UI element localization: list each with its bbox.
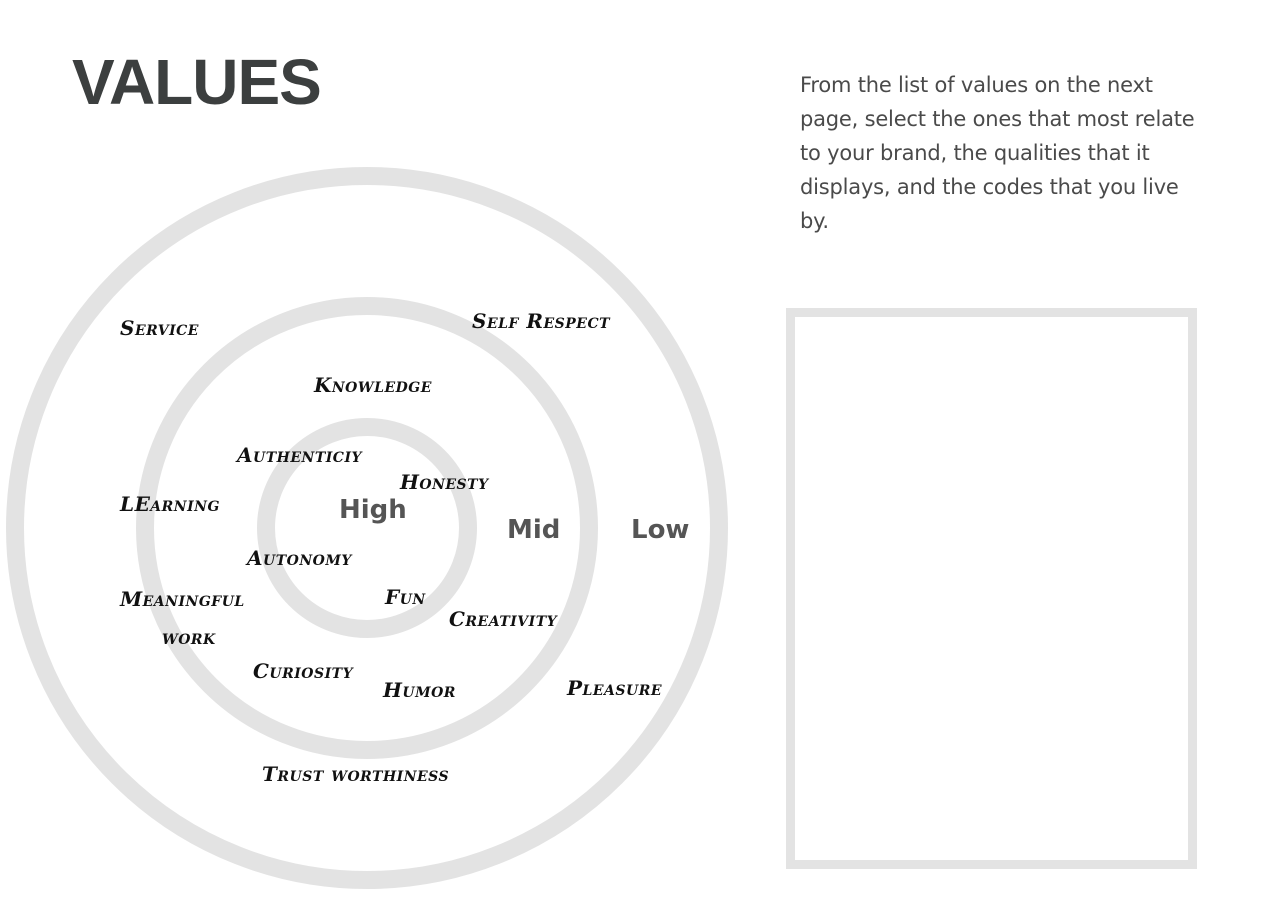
inner-ring (257, 418, 477, 638)
page-title: VALUES (72, 46, 322, 118)
value-meaningful: Meaningful (120, 587, 245, 611)
ring-label-high: High (339, 495, 407, 525)
value-authenticity: Authenticiy (237, 443, 362, 467)
value-service: Service (120, 316, 199, 340)
value-curiosity: Curiosity (253, 659, 354, 683)
value-trustworthiness: Trust worthiness (262, 762, 450, 786)
values-target-diagram (6, 167, 728, 889)
value-pleasure: Pleasure (567, 676, 663, 700)
outer-ring (6, 167, 728, 889)
ring-label-mid: Mid (507, 515, 561, 545)
value-work: work (162, 625, 216, 649)
value-knowledge: Knowledge (314, 373, 432, 397)
intro-text: From the list of values on the next page… (800, 73, 1195, 233)
answer-box[interactable] (786, 308, 1197, 869)
value-honesty: Honesty (400, 470, 489, 494)
value-humor: Humor (383, 678, 456, 702)
ring-label-low: Low (631, 515, 690, 545)
value-fun: Fun (385, 585, 426, 609)
value-autonomy: Autonomy (247, 546, 352, 570)
value-learning: LEarning (120, 492, 220, 516)
value-creativity: Creativity (449, 607, 558, 631)
value-self-respect: Self Respect (472, 309, 611, 333)
middle-ring (136, 297, 598, 759)
